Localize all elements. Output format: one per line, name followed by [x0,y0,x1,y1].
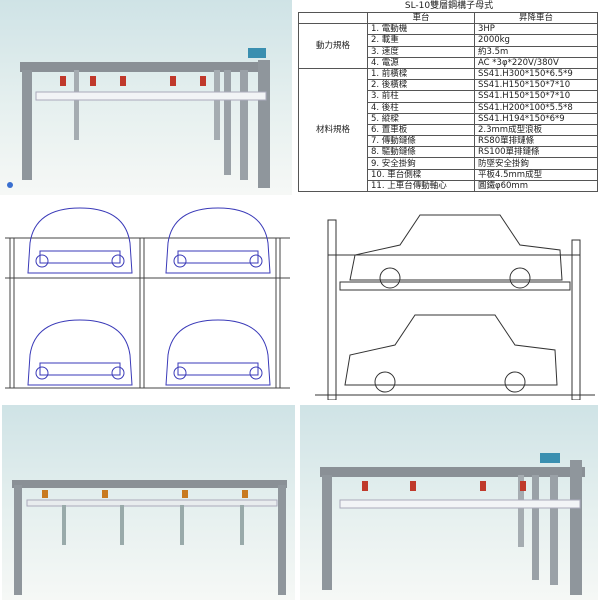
spec-key: 10. 車台側樑 [367,168,475,181]
spec-value: 防墜安全掛鉤 [474,157,598,170]
parking-structure-render [7,48,270,188]
side-view-cars-drawing [315,214,595,400]
spec-key: 2. 載重 [367,34,475,47]
spec-key: 2. 後橫樑 [367,79,475,92]
header-lift-platform: 昇降車台 [474,11,598,25]
spec-key: 8. 驅動鏈條 [367,146,475,159]
spec-value: SS41.H200*100*5.5*8 [474,101,598,114]
header-empty [298,11,368,25]
front-render-structure [12,480,287,595]
spec-value: 平板4.5mm成型 [474,168,598,181]
spec-value: 2.3mm成型浪板 [474,123,598,137]
side-view-drawing [310,210,598,400]
spec-value: SS41.H194*150*6*9 [474,112,598,125]
spec-key: 1. 電動機 [367,23,475,36]
spec-value: RS100單排鏈條 [474,146,598,159]
group-material: 材料規格 [298,67,368,193]
header-platform: 車台 [367,11,475,25]
spec-value: 約3.5m [474,45,598,58]
spec-key: 3. 速度 [367,45,475,58]
front-view-cars-drawing [5,207,290,389]
spec-key: 7. 傳動鏈條 [367,135,475,148]
spec-key: 6. 置車板 [367,123,475,137]
spec-key: 3. 前柱 [367,90,475,103]
group-power: 動力規格 [298,23,368,69]
spec-value: SS41.H300*150*6.5*9 [474,67,598,81]
spec-value: SS41.H150*150*7*10 [474,90,598,103]
render-3d-front-view [2,405,295,600]
spec-key: 9. 安全掛鉤 [367,157,475,170]
spec-key: 1. 前橫樑 [367,67,475,81]
spec-key: 4. 後柱 [367,101,475,114]
spec-value: RS80單排鏈條 [474,135,598,148]
spec-key: 11. 上車台傳動軸心 [367,179,475,193]
spec-table-title: SL-10雙層鋼構子母式 [404,1,494,11]
render-3d-side-view [0,0,292,195]
spec-value: 3HP [474,23,598,36]
angled-render-structure [320,453,585,595]
spec-value: SS41.H150*150*7*10 [474,79,598,92]
spec-value: 圓鐵φ60mm [474,179,598,193]
spec-value: 2000kg [474,34,598,47]
render-3d-angled-view [300,405,598,600]
spec-key: 4. 電源 [367,56,475,69]
spec-value: AC *3φ*220V/380V [474,56,598,69]
spec-key: 5. 縱樑 [367,112,475,125]
front-view-drawing [0,203,292,398]
